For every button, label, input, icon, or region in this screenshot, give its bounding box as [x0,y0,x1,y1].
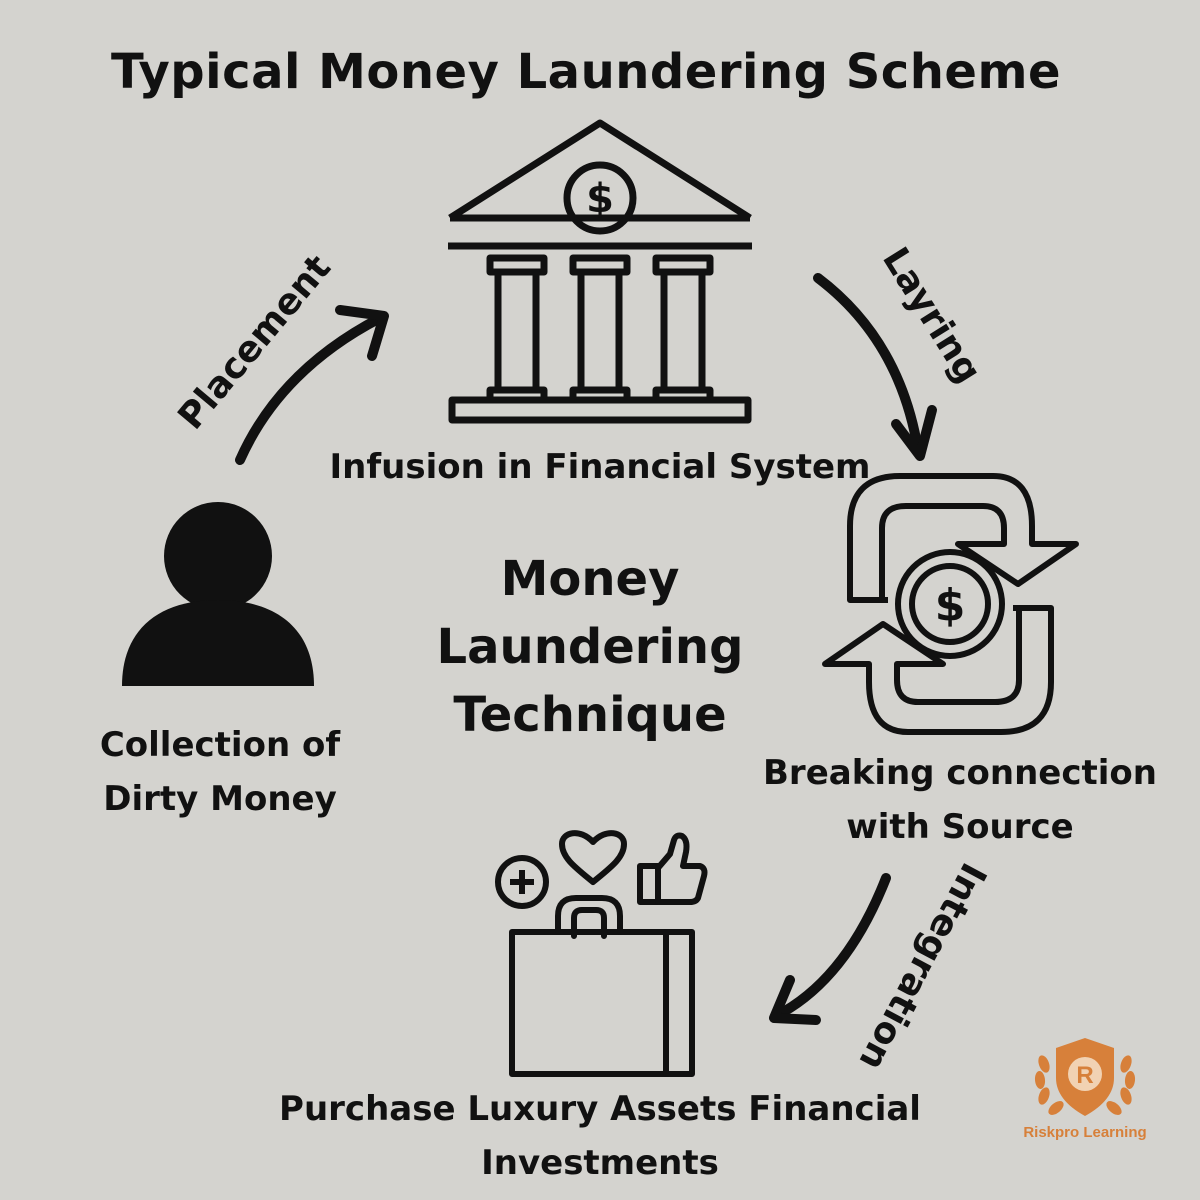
cycle-dollar-icon: $ [822,473,1079,735]
person-label-line2: Dirty Money [103,779,337,819]
layering-arrowhead [891,405,937,461]
page-title: Typical Money Laundering Scheme [110,44,1062,100]
cycle-label-line2: with Source [846,807,1074,847]
integration-arrowhead [769,975,821,1025]
brand-letter: R [1076,1062,1093,1089]
bank-label: Infusion in Financial System [329,447,871,487]
integration-arrow [771,873,891,1021]
brand-name: Riskpro Learning [1023,1124,1147,1141]
layering-arrow [813,273,923,455]
dollar-sign-icon: $ [586,176,614,222]
placement-arrow [235,313,385,465]
center-title: Money Laundering Technique [400,545,780,749]
shopping-label-line2: Investments [481,1143,719,1183]
center-title-line2: Laundering [436,619,744,675]
cycle-label: Breaking connection with Source [740,746,1180,854]
person-label-line1: Collection of [99,725,341,765]
dollar-sign-icon: $ [935,580,966,631]
placement-arrowhead [335,305,389,361]
shopping-label: Purchase Luxury Assets Financial Investm… [200,1082,1000,1190]
shopping-label-line1: Purchase Luxury Assets Financial [279,1089,921,1129]
riskpro-shield-logo: R [1034,1038,1136,1116]
person-label: Collection of Dirty Money [60,718,380,826]
bank-icon: $ [448,119,752,424]
shopping-bag-icon [495,830,708,1077]
cycle-label-line1: Breaking connection [763,753,1157,793]
center-title-line1: Money [500,551,680,607]
person-icon [122,502,314,686]
center-title-line3: Technique [453,687,727,743]
